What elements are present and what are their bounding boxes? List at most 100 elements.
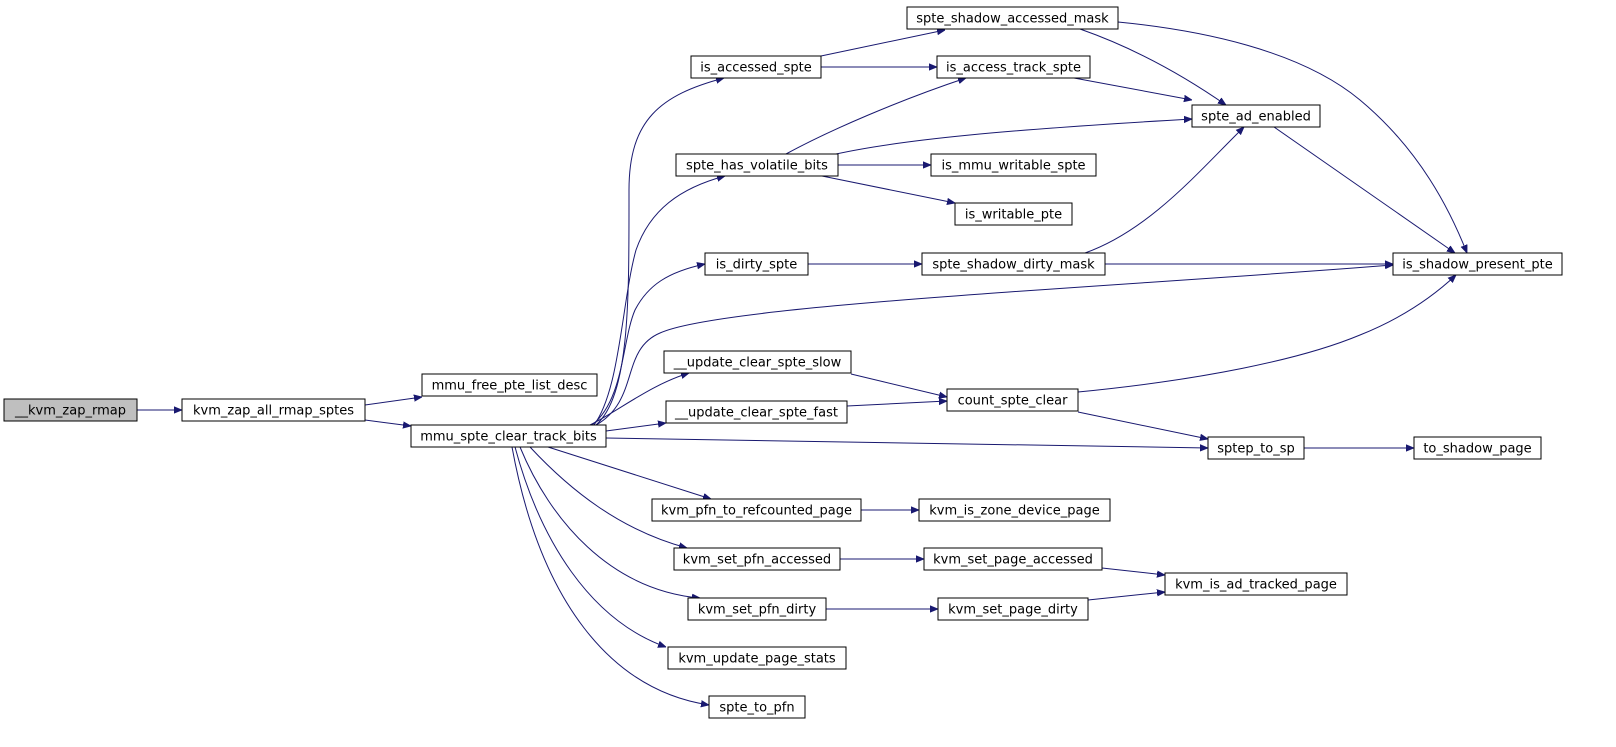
node-kvm-set-pfn-dirty[interactable]: kvm_set_pfn_dirty (687, 597, 827, 621)
node-is-dirty-spte[interactable]: is_dirty_spte (704, 252, 809, 276)
edge-kvm-set-page-dirty-to-kvm-is-ad-tracked-page (1087, 592, 1165, 601)
edge-mmu-spte-clear-track-bits-to-is-accessed-spte (595, 78, 724, 426)
node-label: __update_clear_spte_slow (673, 356, 842, 371)
node-label: is_writable_pte (965, 208, 1062, 223)
node-kvm-set-page-dirty[interactable]: kvm_set_page_dirty (937, 597, 1089, 621)
node-label: __update_clear_spte_fast (674, 406, 838, 421)
node-box[interactable] (946, 388, 1079, 412)
node-label: kvm_set_page_accessed (933, 553, 1093, 568)
edge-kvm-set-page-accessed-to-kvm-is-ad-tracked-page (1101, 567, 1165, 575)
node-label: spte_ad_enabled (1201, 110, 1311, 125)
edge-mmu-spte-clear-track-bits-to-spte-to-pfn (511, 446, 709, 705)
node-box[interactable] (937, 597, 1089, 621)
node-spte-has-volatile-bits[interactable]: spte_has_volatile_bits (675, 153, 839, 177)
node-box[interactable] (1413, 436, 1542, 460)
edge-spte-has-volatile-bits-to-is-writable-pte (821, 175, 955, 203)
edge-mmu-spte-clear-track-bits-to-spte-has-volatile-bits (593, 176, 725, 426)
node-kvm-update-page-stats[interactable]: kvm_update_page_stats (667, 646, 847, 670)
node-update-clear-spte-fast[interactable]: __update_clear_spte_fast (665, 400, 848, 424)
node-box[interactable] (708, 695, 806, 719)
node-kvm-zap-rmap[interactable]: __kvm_zap_rmap (3, 398, 138, 422)
edge-spte-has-volatile-bits-to-spte-ad-enabled (835, 119, 1192, 155)
node-box[interactable] (675, 153, 839, 177)
node-label: kvm_set_pfn_accessed (683, 553, 831, 568)
edge-spte-shadow-accessed-mask-to-is-shadow-present-pte (1117, 21, 1468, 253)
node-box[interactable] (667, 646, 847, 670)
node-is-mmu-writable-spte[interactable]: is_mmu_writable_spte (930, 153, 1097, 177)
node-spte-ad-enabled[interactable]: spte_ad_enabled (1191, 104, 1321, 128)
node-box[interactable] (906, 6, 1119, 30)
edge-spte-shadow-dirty-mask-to-spte-ad-enabled (1084, 127, 1244, 254)
node-label: kvm_update_page_stats (678, 652, 836, 667)
node-is-writable-pte[interactable]: is_writable_pte (954, 202, 1073, 226)
node-mmu-spte-clear-track-bits[interactable]: mmu_spte_clear_track_bits (410, 424, 607, 448)
edge-kvm-zap-all-rmap-sptes-to-mmu-spte-clear-track-bits (364, 419, 411, 426)
node-spte-to-pfn[interactable]: spte_to_pfn (708, 695, 806, 719)
node-update-clear-spte-slow[interactable]: __update_clear_spte_slow (663, 350, 852, 374)
node-mmu-free-pte-list-desc[interactable]: mmu_free_pte_list_desc (421, 373, 598, 397)
node-box[interactable] (651, 498, 862, 522)
edge-mmu-spte-clear-track-bits-to-update-clear-spte-slow (589, 373, 689, 426)
node-label: kvm_set_page_dirty (948, 603, 1078, 618)
node-box[interactable] (1207, 436, 1305, 460)
node-label: kvm_is_ad_tracked_page (1175, 578, 1337, 593)
edge-spte-has-volatile-bits-to-is-access-track-spte (785, 78, 966, 155)
node-box[interactable] (421, 373, 598, 397)
node-kvm-set-pfn-accessed[interactable]: kvm_set_pfn_accessed (673, 547, 841, 571)
node-box[interactable] (410, 424, 607, 448)
edge-kvm-zap-all-rmap-sptes-to-mmu-free-pte-list-desc (364, 397, 422, 406)
node-label: kvm_set_pfn_dirty (698, 603, 817, 618)
node-box[interactable] (923, 547, 1103, 571)
edge-spte-shadow-accessed-mask-to-spte-ad-enabled (1079, 28, 1226, 105)
node-box[interactable] (665, 400, 848, 424)
node-label: spte_shadow_dirty_mask (932, 258, 1095, 273)
node-label: to_shadow_page (1423, 442, 1531, 457)
node-label: kvm_zap_all_rmap_sptes (193, 404, 354, 419)
node-label: spte_to_pfn (719, 701, 794, 716)
node-box[interactable] (690, 55, 822, 79)
edge-update-clear-spte-fast-to-count-spte-clear (846, 401, 947, 407)
node-box[interactable] (918, 498, 1111, 522)
edge-mmu-spte-clear-track-bits-to-kvm-update-page-stats (514, 446, 666, 647)
node-label: is_access_track_spte (946, 61, 1081, 76)
node-box[interactable] (1191, 104, 1321, 128)
node-is-access-track-spte[interactable]: is_access_track_spte (936, 55, 1091, 79)
node-kvm-zap-all-rmap-sptes[interactable]: kvm_zap_all_rmap_sptes (181, 398, 366, 422)
node-layer: __kvm_zap_rmap kvm_zap_all_rmap_sptes mmu_… (3, 6, 1563, 719)
edge-mmu-spte-clear-track-bits-to-kvm-pfn-to-refcounted-page (547, 446, 711, 499)
node-sptep-to-sp[interactable]: sptep_to_sp (1207, 436, 1305, 460)
node-box[interactable] (181, 398, 366, 422)
node-box[interactable] (704, 252, 809, 276)
edge-layer (137, 21, 1468, 705)
node-kvm-pfn-to-refcounted-page[interactable]: kvm_pfn_to_refcounted_page (651, 498, 862, 522)
node-to-shadow-page[interactable]: to_shadow_page (1413, 436, 1542, 460)
node-label: is_accessed_spte (700, 61, 812, 76)
node-box[interactable] (1392, 252, 1563, 276)
node-box[interactable] (673, 547, 841, 571)
node-kvm-set-page-accessed[interactable]: kvm_set_page_accessed (923, 547, 1103, 571)
node-box[interactable] (936, 55, 1091, 79)
node-count-spte-clear[interactable]: count_spte_clear (946, 388, 1079, 412)
edge-count-spte-clear-to-sptep-to-sp (1077, 411, 1208, 439)
node-kvm-is-zone-device-page[interactable]: kvm_is_zone_device_page (918, 498, 1111, 522)
node-label: kvm_is_zone_device_page (929, 504, 1099, 519)
node-label: mmu_spte_clear_track_bits (420, 430, 597, 445)
node-box[interactable] (687, 597, 827, 621)
node-kvm-is-ad-tracked-page[interactable]: kvm_is_ad_tracked_page (1164, 572, 1348, 596)
edge-mmu-spte-clear-track-bits-to-update-clear-spte-fast (605, 423, 666, 432)
node-is-accessed-spte[interactable]: is_accessed_spte (690, 55, 822, 79)
node-box[interactable] (663, 350, 852, 374)
node-label: is_mmu_writable_spte (941, 159, 1085, 174)
node-is-shadow-present-pte[interactable]: is_shadow_present_pte (1392, 252, 1563, 276)
node-spte-shadow-dirty-mask[interactable]: spte_shadow_dirty_mask (921, 252, 1106, 276)
node-box[interactable] (921, 252, 1106, 276)
node-label: __kvm_zap_rmap (14, 404, 126, 419)
node-spte-shadow-accessed-mask[interactable]: spte_shadow_accessed_mask (906, 6, 1119, 30)
node-box[interactable] (3, 398, 138, 422)
edge-mmu-spte-clear-track-bits-to-is-dirty-spte (591, 264, 705, 426)
node-box[interactable] (1164, 572, 1348, 596)
node-box[interactable] (954, 202, 1073, 226)
edge-mmu-spte-clear-track-bits-to-sptep-to-sp (605, 437, 1208, 448)
node-box[interactable] (930, 153, 1097, 177)
